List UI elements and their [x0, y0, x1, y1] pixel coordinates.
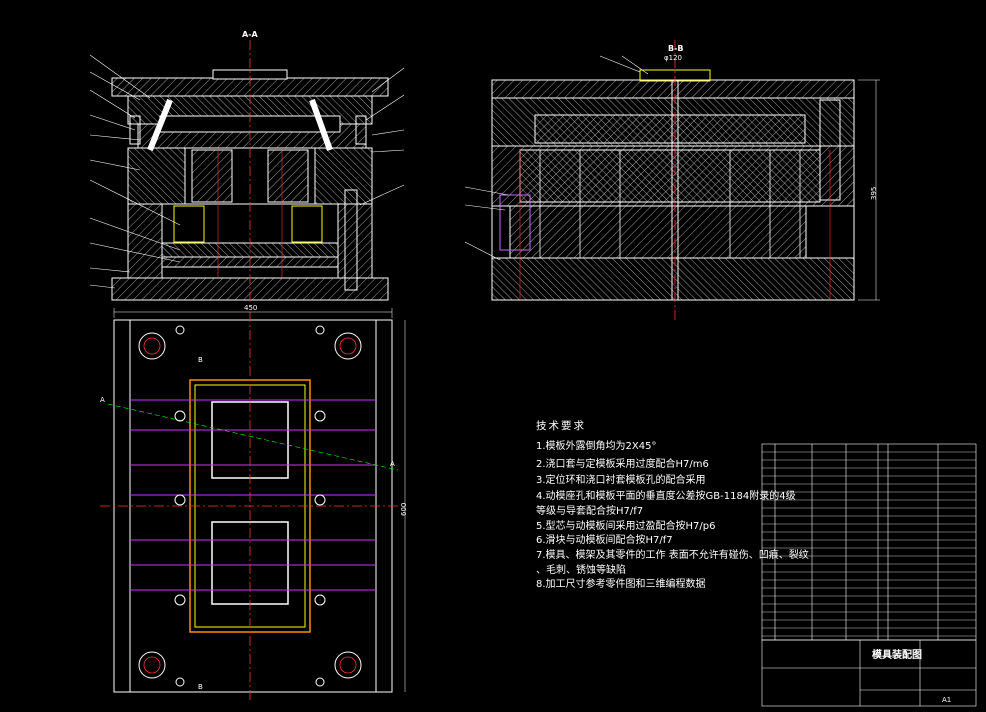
drawing-name: 模具装配图 — [872, 650, 922, 661]
note-item: 5.型芯与动模板间采用过盈配合按H7/p6 — [536, 521, 716, 532]
section-bb-label: B-B — [668, 44, 684, 53]
note-item: 3.定位环和浇口衬套模板孔的配合采用 — [536, 475, 706, 486]
note-item: 等级与导套配合按H7/f7 — [536, 506, 644, 517]
section-arrow-a-left: A — [100, 396, 105, 404]
dim-width: 450 — [244, 304, 258, 312]
section-aa-label: A-A — [242, 30, 258, 39]
note-item: 、毛刺、锈蚀等缺陷 — [536, 565, 626, 576]
note-item: 2.浇口套与定模板采用过度配合H7/m6 — [536, 459, 709, 470]
title-block — [761, 443, 977, 707]
section-arrow-b-top: B — [198, 356, 203, 364]
section-arrow-a-right: A — [390, 460, 395, 468]
section-arrow-b-bottom: B — [198, 683, 203, 691]
note-item: 4.动模座孔和模板平面的垂直度公差按GB-1184附录的4级 — [536, 491, 796, 502]
dim-bb-top: φ120 — [664, 54, 682, 62]
note-item: 1.模板外露倒角均为2X45° — [536, 441, 657, 452]
parts-list-rows — [762, 451, 976, 637]
plan-view — [100, 308, 406, 700]
dim-bb-height: 395 — [870, 186, 878, 200]
section-aa-view — [89, 40, 405, 310]
dim-height: 600 — [400, 502, 408, 516]
note-item: 6.滑块与动模板间配合按H7/f7 — [536, 535, 673, 546]
tech-requirements-title: 技术要求 — [536, 420, 586, 432]
section-bb-view — [464, 40, 880, 320]
note-item: 8.加工尺寸参考零件图和三维编程数据 — [536, 579, 706, 590]
sheet-size: A1 — [942, 696, 952, 704]
note-item: 7.模具、模架及其零件的工作 表面不允许有碰伤、凹痕、裂纹 — [536, 550, 809, 561]
